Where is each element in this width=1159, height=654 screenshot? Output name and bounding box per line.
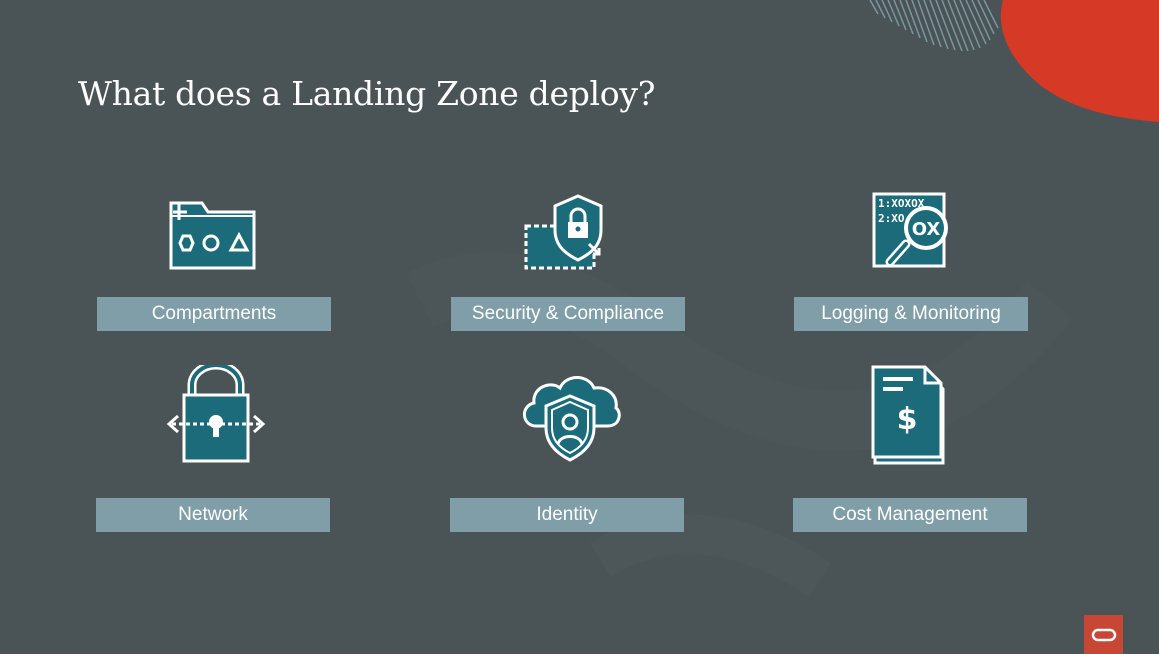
card-label: Compartments: [97, 297, 331, 331]
card-label: Cost Management: [793, 498, 1027, 532]
log-magnifier-icon: 1:XOXOX 2:XO OX: [872, 192, 948, 268]
card-label: Identity: [450, 498, 684, 532]
cloud-user-shield-icon: [523, 376, 621, 462]
oracle-logo: [1084, 615, 1123, 654]
folder-shapes-icon: [169, 201, 256, 270]
shield-lock-icon: [524, 194, 603, 270]
magnifier-text: OX: [912, 219, 941, 240]
slide-title: What does a Landing Zone deploy?: [78, 74, 656, 113]
log-line-1: 1:XOXOX: [878, 197, 925, 210]
dollar-glyph: $: [897, 402, 918, 437]
card-label: Security & Compliance: [451, 297, 685, 331]
card-label: Network: [96, 498, 330, 532]
padlock-arrows-icon: [166, 365, 266, 463]
oracle-logo-icon: [1091, 628, 1116, 641]
log-line-2: 2:XO: [878, 212, 905, 225]
card-label: Logging & Monitoring: [794, 297, 1028, 331]
dollar-document-icon: $: [871, 365, 945, 465]
